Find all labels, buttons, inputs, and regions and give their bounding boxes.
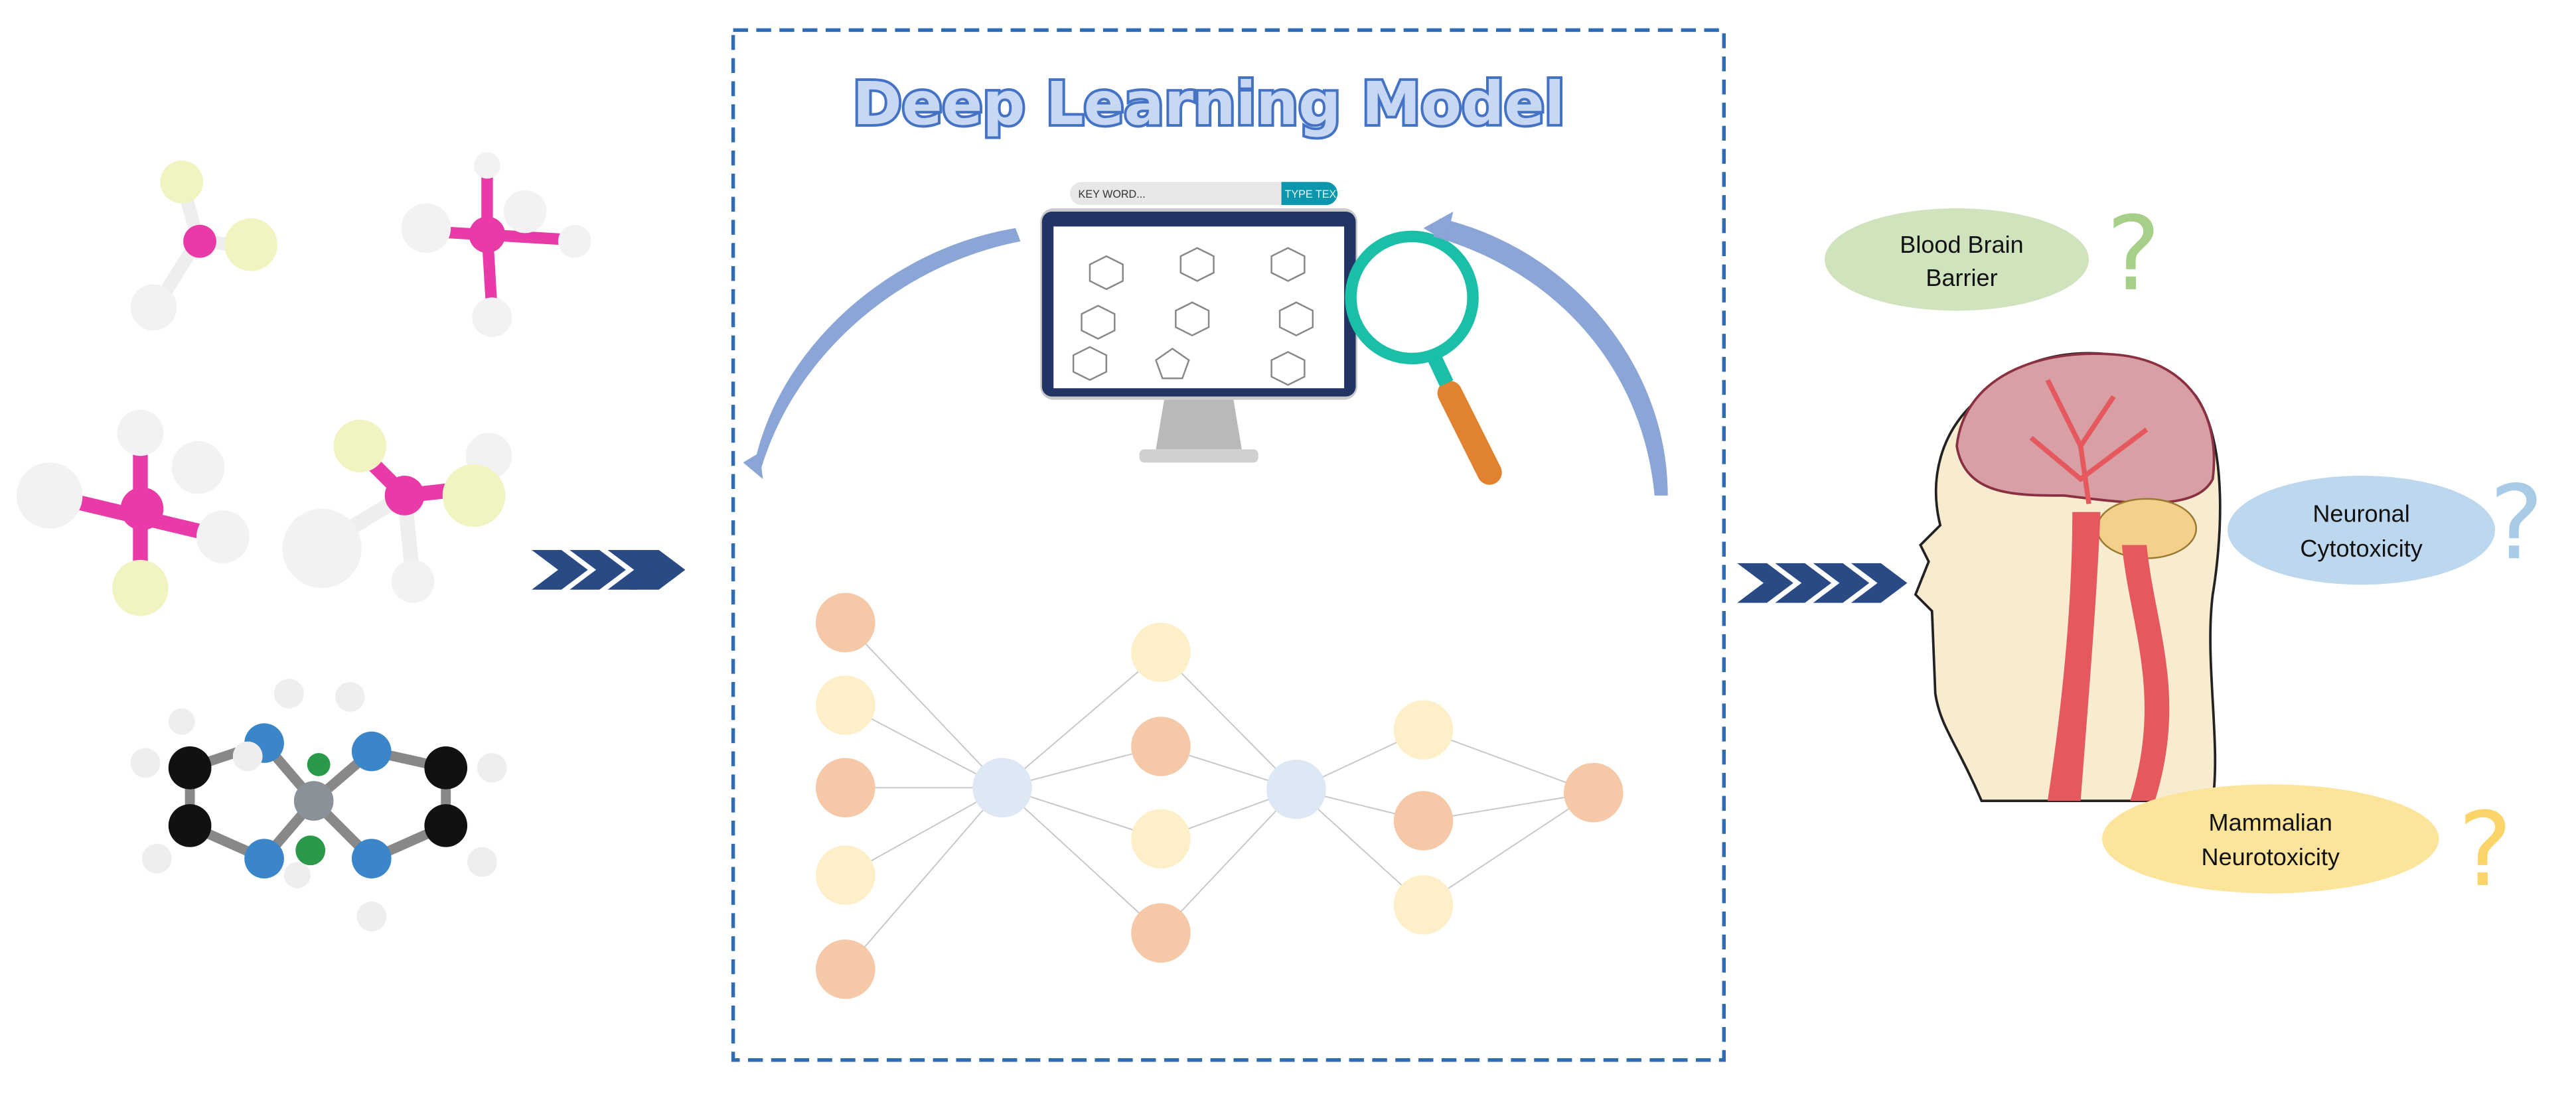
chevron-arrow-left-icon [532,550,686,590]
molecule-structures [1072,247,1314,386]
molecule-3 [16,409,250,616]
nn-node [815,675,875,735]
nn-node [815,845,875,905]
nn-node [815,758,875,818]
nn-connection [845,622,1003,788]
label-line: Mammalian [2209,809,2332,836]
nn-node [815,592,875,653]
nn-node [1131,717,1191,776]
nn-connection [1160,789,1297,933]
question-mark-icon: ? [2106,195,2160,314]
output-mammalian-neurotoxicity: Mammalian Neurotoxicity ? [2101,784,2512,910]
molecule-2 [401,152,591,338]
molecule-1 [130,160,277,331]
molecule-models [16,152,591,931]
model-box [731,28,1726,1062]
nn-connection [845,787,1003,970]
search-button[interactable]: TYPE TEXT [1285,188,1343,200]
magnifier-icon [1345,230,1502,485]
search-input[interactable]: KEY WORD... [1079,188,1146,200]
neural-network [815,592,1624,999]
question-mark-icon: ? [2458,791,2512,910]
nn-connection [845,787,1003,876]
search-bar[interactable]: KEY WORD... TYPE TEXT [1070,182,1343,206]
question-mark-icon: ? [2490,464,2544,583]
feedback-arrows [743,211,1668,496]
nn-connection [1422,791,1594,906]
nn-node [1131,622,1191,683]
molecule-5 [130,679,507,931]
nn-node [1393,791,1454,851]
label-line: Neurotoxicity [2202,843,2340,870]
nn-node [1266,759,1326,819]
output-neuronal-cytotoxicity: Neuronal Cytotoxicity ? [2228,464,2544,585]
label-line: Neuronal [2312,500,2409,527]
molecule-4 [282,419,512,603]
nn-node [1563,762,1624,823]
head-illustration [1914,352,2222,803]
label-line: Blood Brain [1900,231,2023,258]
nn-node [972,758,1032,818]
output-blood-brain-barrier: Blood Brain Barrier ? [1825,195,2160,314]
nn-node [815,939,875,999]
nn-node [1131,809,1191,869]
nn-connection [1423,729,1594,793]
nn-node [1131,903,1191,963]
nn-node [1393,700,1454,760]
title: Deep Learning Model [853,70,1565,139]
nn-connection [1002,652,1162,789]
label-line: Barrier [1926,264,1997,291]
label-line: Cytotoxicity [2300,535,2422,562]
nn-connection [1002,787,1162,933]
nn-connection [1160,652,1297,790]
monitor [1040,208,1357,463]
nn-node [1393,875,1454,935]
chevron-arrow-right-icon [1737,563,1908,603]
